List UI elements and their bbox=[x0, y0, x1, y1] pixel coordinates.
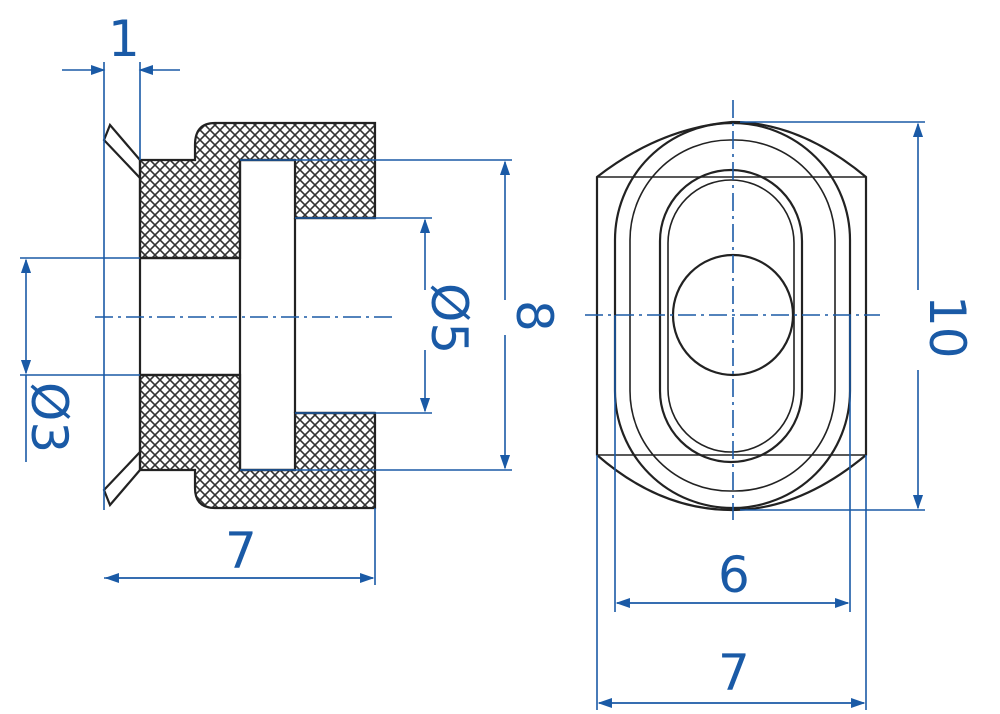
lower-lip bbox=[102, 451, 141, 508]
dim-front-outer-width: 7 bbox=[596, 455, 867, 710]
front-view bbox=[595, 120, 868, 512]
dim-side-height: 8 bbox=[240, 159, 563, 471]
dim-front-outer-width-label: 7 bbox=[718, 644, 750, 702]
dim-bore-large-label: Ø5 bbox=[420, 283, 478, 354]
dim-front-inner-width: 6 bbox=[614, 315, 851, 612]
dim-front-height: 10 bbox=[740, 121, 976, 511]
dim-front-inner-width-label: 6 bbox=[718, 546, 750, 604]
dim-lip-width: 1 bbox=[62, 10, 180, 510]
dim-side-height-label: 8 bbox=[505, 300, 563, 332]
side-section-view bbox=[102, 121, 377, 510]
dim-bore-large: Ø5 bbox=[295, 217, 478, 414]
dim-side-length-label: 7 bbox=[225, 522, 257, 580]
inner-slot bbox=[658, 168, 804, 464]
dim-bore-small: Ø3 bbox=[20, 257, 140, 462]
dim-bore-small-label: Ø3 bbox=[20, 382, 78, 453]
dim-side-length: 7 bbox=[104, 508, 376, 585]
upper-lip bbox=[102, 122, 141, 179]
dim-front-height-label: 10 bbox=[918, 295, 976, 359]
dim-lip-width-label: 1 bbox=[108, 10, 140, 68]
hatched-body bbox=[138, 121, 377, 510]
